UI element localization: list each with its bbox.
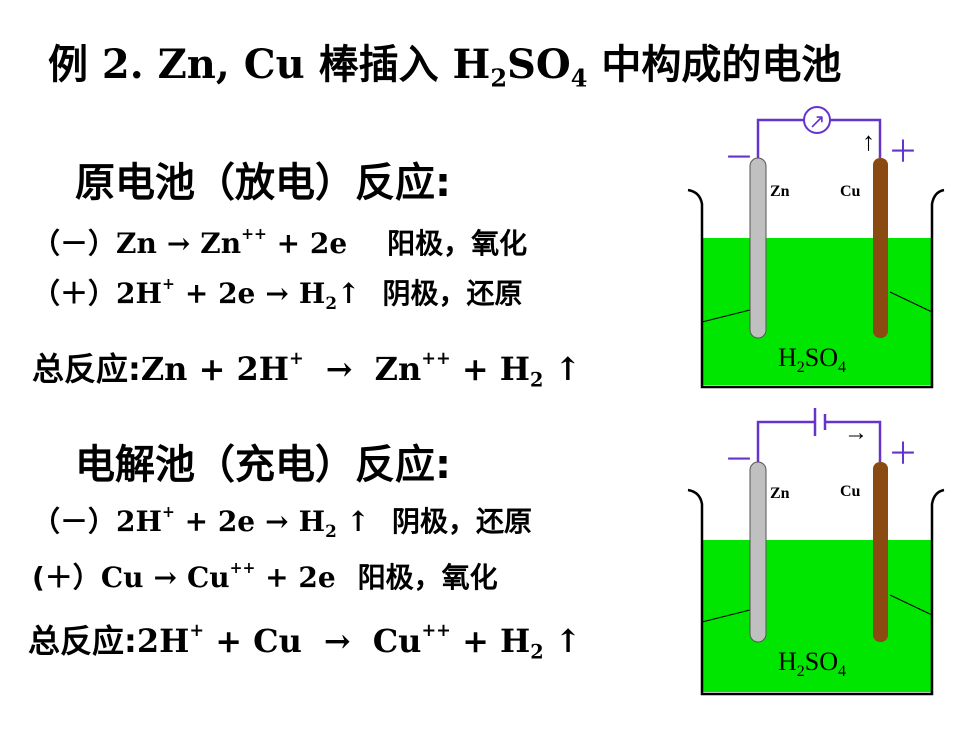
- electrolytic-total-reaction: 总反应:2H+ + Cu→Cu++ + H2 ↑: [28, 620, 582, 664]
- galvanic-heading: 原电池（放电）反应:: [75, 160, 451, 206]
- zn-label: Zn: [770, 485, 790, 502]
- zn-label: Zn: [770, 183, 790, 200]
- copper-rod: [873, 158, 888, 338]
- beaker: [687, 188, 945, 389]
- external-wire: [756, 420, 882, 462]
- external-wire: [756, 118, 882, 158]
- galvanic-cell-diagram: ↗ － ＋ ↑ Zn Cu H2SO4: [687, 106, 945, 389]
- electrolytic-cell-diagram: － ＋ → Zn Cu H2SO4: [687, 408, 945, 696]
- positive-sign: ＋: [888, 438, 918, 471]
- cu-label: Cu: [840, 483, 861, 500]
- electrolyte-label: H2SO4: [778, 647, 846, 680]
- solution-fill: [702, 540, 932, 692]
- zinc-rod: [749, 461, 767, 643]
- current-arrow-icon: →: [844, 420, 868, 446]
- negative-sign: －: [724, 142, 754, 175]
- copper-rod: [873, 462, 888, 642]
- electrolytic-heading: 电解池（充电）反应:: [75, 442, 451, 488]
- ammeter-needle-icon: ↗: [809, 111, 826, 133]
- electrolyte-label: H2SO4: [778, 343, 846, 376]
- positive-sign: ＋: [888, 136, 918, 169]
- galvanic-positive-reaction: （＋）2H++ 2e→H2↑阴极，还原: [32, 275, 523, 313]
- page-title: 例 2. Zn, Cu 棒插入 H2SO4 中构成的电池: [48, 41, 842, 93]
- cu-label: Cu: [840, 183, 861, 200]
- solution-fill: [702, 238, 932, 385]
- beaker: [687, 488, 945, 696]
- electrolytic-negative-reaction: （－）2H+ + 2e→H2 ↑阴极，还原: [32, 503, 532, 541]
- negative-sign: －: [724, 444, 754, 477]
- zinc-rod: [749, 157, 767, 339]
- ammeter: [803, 106, 831, 134]
- galvanic-total-reaction: 总反应:Zn + 2H+→Zn++ + H2 ↑: [32, 348, 582, 392]
- current-arrow-icon: ↑: [862, 127, 875, 156]
